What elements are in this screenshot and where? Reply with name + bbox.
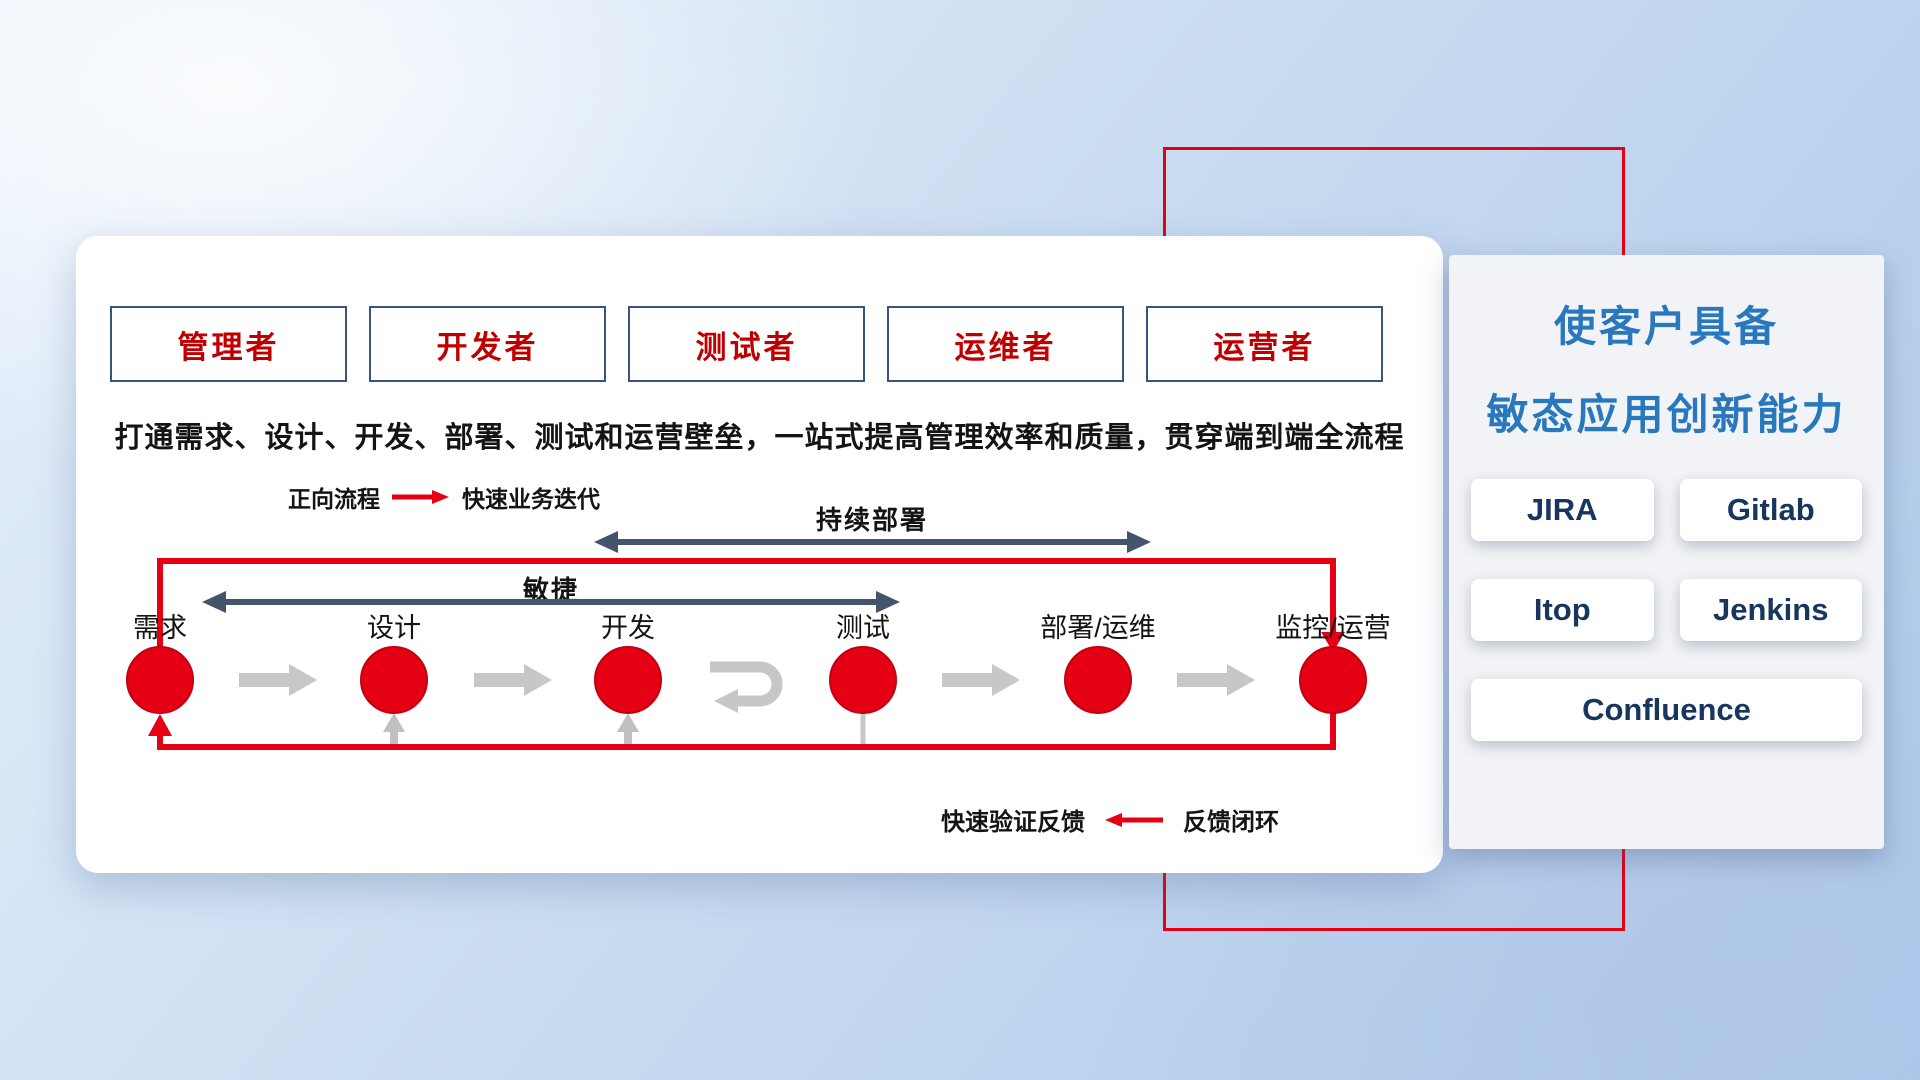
iteration-loop-arrow-icon [710, 661, 783, 713]
panel-title-line1: 使客户具备 [1553, 303, 1779, 350]
tool-itop: Itop [1471, 579, 1654, 641]
node-label-deploy-ops: 部署/运维 [1040, 613, 1156, 643]
feedback-desc: 快速验证反馈 [941, 809, 1085, 836]
tools-grid: JIRA Gitlab Itop Jenkins Confluence [1471, 479, 1862, 741]
role-box-tester: 测试者 [628, 306, 865, 382]
role-box-ops: 运维者 [887, 306, 1124, 382]
node-design [360, 646, 428, 714]
node-label-requirements: 需求 [133, 613, 187, 643]
capability-panel: 使客户具备 敏态应用创新能力 JIRA Gitlab Itop Jenkins … [1449, 255, 1884, 849]
node-testing [829, 646, 897, 714]
tool-jira: JIRA [1471, 479, 1654, 541]
node-monitor-op [1299, 646, 1367, 714]
roles-row: 管理者 开发者 测试者 运维者 运营者 [110, 306, 1383, 382]
legend-feedback: 快速验证反馈 反馈闭环 [941, 802, 1279, 837]
role-box-operator: 运营者 [1146, 306, 1383, 382]
tool-confluence: Confluence [1471, 679, 1862, 741]
stage-connector-arrows [239, 664, 1255, 696]
forward-flow-desc: 快速业务迭代 [462, 486, 600, 512]
forward-flow-label: 正向流程 [288, 486, 380, 512]
tool-gitlab: Gitlab [1679, 479, 1862, 541]
forward-loop-line [157, 558, 1345, 652]
stage-nodes [126, 646, 1367, 714]
feedback-up-arrows [383, 713, 866, 748]
node-development [594, 646, 662, 714]
role-label: 开发者 [436, 329, 539, 365]
agile-arrow [202, 591, 900, 613]
node-label-design: 设计 [367, 613, 421, 643]
panel-title-line2: 敏态应用创新能力 [1486, 391, 1847, 438]
node-requirements [126, 646, 194, 714]
node-label-testing: 测试 [836, 613, 890, 643]
continuous-deploy-arrow [594, 531, 1151, 553]
legend-forward: 正向流程 快速业务迭代 [288, 480, 600, 514]
feedback-loop-line [148, 710, 1336, 750]
forward-arrow-icon [392, 490, 449, 504]
subtitle: 打通需求、设计、开发、部署、测试和运营壁垒，一站式提高管理效率和质量，贯穿端到端… [114, 422, 1405, 454]
continuous-deploy-label: 持续部署 [815, 505, 928, 535]
role-label: 运维者 [954, 329, 1057, 365]
role-label: 运营者 [1213, 329, 1316, 365]
feedback-arrow-icon [1105, 812, 1163, 827]
tool-jenkins: Jenkins [1679, 579, 1862, 641]
role-box-manager: 管理者 [110, 306, 347, 382]
devops-flow-card: 管理者 开发者 测试者 运维者 运营者 打通需求、设计、开发、部署、测试和运营壁… [76, 236, 1443, 873]
role-label: 测试者 [695, 329, 798, 365]
node-deploy-ops [1064, 646, 1132, 714]
node-label-monitor-operation: 监控/运营 [1275, 613, 1391, 643]
feedback-label: 反馈闭环 [1183, 809, 1279, 836]
flow-diagram-graphic [126, 531, 1367, 750]
role-label: 管理者 [177, 329, 280, 365]
role-box-developer: 开发者 [369, 306, 606, 382]
node-label-development: 开发 [601, 613, 655, 643]
